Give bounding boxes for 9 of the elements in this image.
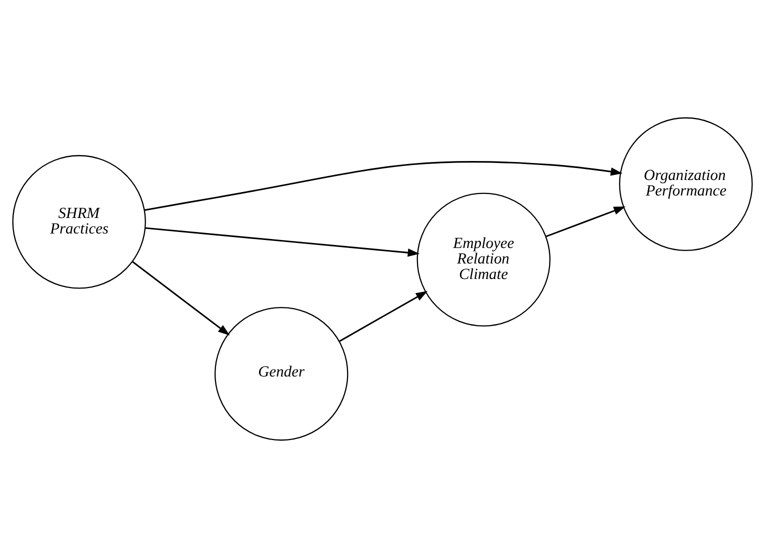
arrow (145, 227, 420, 257)
node-circle: SHRM Practices (12, 155, 146, 289)
node-circle: Organization Performance (619, 117, 753, 252)
arrow (546, 206, 626, 238)
arrow (338, 290, 428, 342)
node-circle: Employee Relation Climate (416, 192, 550, 327)
arrow (144, 161, 623, 211)
node-circle: Gender (214, 306, 348, 441)
arrow (132, 261, 230, 336)
